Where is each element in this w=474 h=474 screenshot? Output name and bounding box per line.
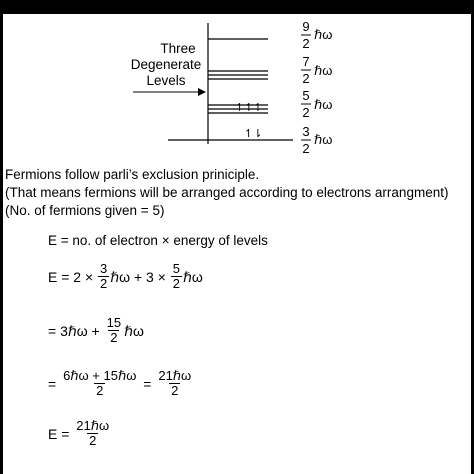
svg-text:ℏω: ℏω bbox=[314, 132, 332, 147]
fraction-15-2: 15 2 bbox=[106, 315, 122, 345]
energy-levels bbox=[168, 38, 293, 141]
fraction-21-2-a: 21ℏω 2 bbox=[158, 368, 192, 398]
exclusion-principle-text: Fermions follow parli’s exclusion prinic… bbox=[5, 167, 260, 182]
svg-text:ℏω: ℏω bbox=[314, 63, 332, 78]
svg-text:2: 2 bbox=[302, 71, 309, 86]
equation-3: = 6ℏω + 15ℏω 2 = 21ℏω 2 bbox=[48, 368, 192, 398]
degenerate-label-line2: Degenerate bbox=[131, 57, 202, 72]
equation-2: = 3ℏω + 15 2 ℏω bbox=[48, 315, 144, 345]
fermion-count-text: (No. of fermions given = 5) bbox=[5, 203, 165, 218]
level-label-7-2: 7 2 ℏω bbox=[301, 54, 332, 86]
equation-1: E = 2 × 3 2 ℏω + 3 × 5 2 ℏω bbox=[48, 261, 203, 291]
level-label-5-2: 5 2 ℏω bbox=[301, 88, 332, 120]
energy-formula-text: E = no. of electron × energy of levels bbox=[48, 233, 268, 248]
svg-text:9: 9 bbox=[302, 19, 309, 34]
degenerate-label-line3: Levels bbox=[146, 73, 185, 88]
svg-text:2: 2 bbox=[302, 105, 309, 120]
equation-4: E = 21ℏω 2 bbox=[48, 418, 110, 448]
fraction-5-2: 5 2 bbox=[170, 261, 183, 291]
svg-text:2: 2 bbox=[302, 36, 309, 51]
level-label-3-2: 3 2 ℏω bbox=[301, 124, 332, 156]
svg-text:7: 7 bbox=[302, 54, 309, 69]
pointer-arrow bbox=[133, 88, 206, 96]
svg-text:ℏω: ℏω bbox=[314, 27, 332, 42]
arrangement-note-text: (That means fermions will be arranged ac… bbox=[5, 185, 449, 200]
svg-text:3: 3 bbox=[302, 124, 309, 139]
solution-sheet: Three Degenerate Levels ↿↿↿ bbox=[3, 14, 471, 474]
svg-text:2: 2 bbox=[302, 141, 309, 156]
svg-text:ℏω: ℏω bbox=[314, 97, 332, 112]
fraction-sum: 6ℏω + 15ℏω 2 bbox=[63, 368, 137, 398]
electrons-lower: ↿⇂ bbox=[244, 128, 262, 140]
fraction-21-2-b: 21ℏω 2 bbox=[76, 418, 110, 448]
svg-text:5: 5 bbox=[302, 88, 309, 103]
energy-level-diagram: Three Degenerate Levels ↿↿↿ bbox=[131, 19, 333, 156]
level-label-9-2: 9 2 ℏω bbox=[301, 19, 332, 51]
electrons-upper: ↿↿↿ bbox=[235, 102, 263, 114]
fraction-3-2: 3 2 bbox=[98, 261, 110, 291]
degenerate-label-line1: Three bbox=[160, 41, 195, 56]
